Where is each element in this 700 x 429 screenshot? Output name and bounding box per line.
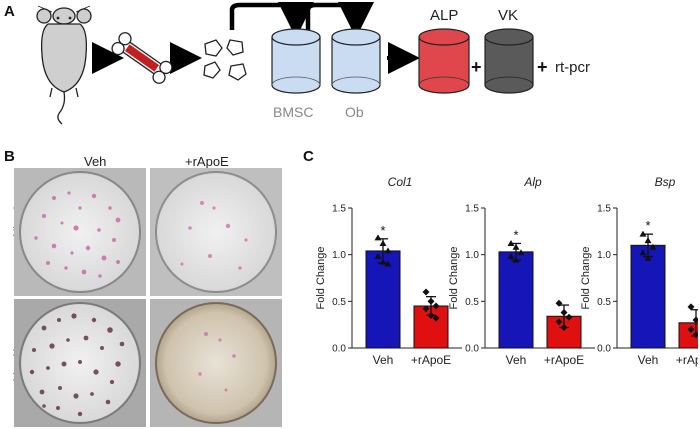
chart-2-ytick-label: 0.5 bbox=[597, 297, 611, 308]
chart-1-ytick-label: 1.0 bbox=[465, 250, 479, 261]
chart-2-point-1-4 bbox=[692, 331, 698, 339]
chart-0-ytick-label: 1.0 bbox=[332, 250, 346, 261]
cylinder-vk-label: VK bbox=[498, 7, 519, 24]
stain-spots-rapoe-vk bbox=[198, 332, 236, 392]
chart-2-point-0-1 bbox=[644, 237, 652, 244]
chart-0-point-1-0 bbox=[422, 288, 430, 296]
chart-0-point-1-2 bbox=[432, 302, 440, 310]
plate-column-veh: Veh bbox=[84, 154, 107, 169]
chart-1-point-1-4 bbox=[560, 323, 568, 331]
chart-0-point-1-1 bbox=[427, 297, 435, 305]
chart-0-bar-0 bbox=[365, 250, 401, 349]
chart-0-point-0-2 bbox=[384, 247, 392, 254]
chart-1-ytick-label: 0.5 bbox=[465, 297, 479, 308]
cylinder-ob bbox=[331, 28, 381, 94]
chart-2-point-1-0 bbox=[687, 303, 695, 311]
stain-spots-veh-vk bbox=[29, 313, 125, 417]
chart-2-point-1-2 bbox=[697, 323, 698, 325]
chart-0-ytick-label: 0.0 bbox=[332, 344, 346, 355]
plate-column-rapoe: +rApoE bbox=[185, 154, 229, 169]
cylinder-bmsc-label: BMSC bbox=[273, 104, 314, 120]
chart-1-point-0-1 bbox=[512, 243, 520, 250]
chart-0-ylabel: Fold Change bbox=[315, 247, 327, 310]
chart-2-ylabel: Fold Change bbox=[580, 247, 592, 310]
stain-spots-rapoe-alp bbox=[180, 201, 248, 270]
chart-1-point-0-4 bbox=[512, 256, 520, 263]
chart-2-title: Bsp bbox=[655, 175, 676, 189]
chart-1-title: Alp bbox=[523, 175, 542, 189]
stain-spots-veh-alp bbox=[34, 191, 121, 278]
chart-0-title: Col1 bbox=[388, 175, 413, 189]
chart-0-point-0-1 bbox=[379, 239, 387, 246]
plate-photos bbox=[14, 168, 282, 427]
chart-2-point-0-0 bbox=[639, 230, 647, 237]
chart-2-category-0: Veh bbox=[638, 353, 659, 367]
chart-0-point-0-3 bbox=[374, 253, 382, 260]
chart-0-category-0: Veh bbox=[373, 353, 394, 367]
chart-0-ytick-label: 0.5 bbox=[332, 297, 346, 308]
bone-icon bbox=[111, 32, 173, 84]
curved-arrow-2 bbox=[305, 2, 374, 38]
chart-0-point-1-5 bbox=[432, 314, 440, 322]
chart-0-significance-0: * bbox=[380, 223, 385, 238]
plus-sign-2: + bbox=[537, 57, 548, 77]
chart-1-significance-0: * bbox=[513, 227, 518, 242]
rt-pcr-label: rt-pcr bbox=[555, 59, 590, 76]
mouse-icon bbox=[36, 5, 92, 125]
chart-2-category-1: +rApoE bbox=[676, 353, 698, 367]
panel-b-label: B bbox=[4, 148, 15, 165]
schematic-figure bbox=[36, 2, 534, 125]
chart-0-point-1-3 bbox=[422, 305, 430, 313]
chart-1-point-0-2 bbox=[517, 249, 525, 256]
chart-0-point-0-0 bbox=[374, 234, 382, 241]
chart-1-point-1-0 bbox=[555, 299, 563, 307]
chart-2-point-0-2 bbox=[649, 243, 657, 250]
curved-arrow-1 bbox=[229, 2, 314, 38]
chart-2-point-1-1 bbox=[692, 316, 698, 324]
chart-1-ylabel: Fold Change bbox=[448, 247, 460, 310]
chart-2-bar-0 bbox=[630, 244, 666, 349]
chart-2-ytick-label: 0.0 bbox=[597, 344, 611, 355]
dish-rapoe-alp bbox=[155, 171, 277, 293]
panel-a-label: A bbox=[4, 3, 15, 20]
chart-2-ytick-label: 1.5 bbox=[597, 204, 611, 215]
cylinder-ob-label: Ob bbox=[345, 104, 364, 120]
chart-1-category-1: +rApoE bbox=[544, 353, 584, 367]
chart-1-ytick-label: 1.5 bbox=[465, 204, 479, 215]
chart-1-point-1-3 bbox=[555, 318, 563, 326]
cells-icon bbox=[203, 39, 247, 81]
chart-2-ytick-label: 1.0 bbox=[597, 250, 611, 261]
chart-0-ytick-label: 1.5 bbox=[332, 204, 346, 215]
chart-2-significance-0: * bbox=[645, 218, 650, 233]
chart-2-point-0-3 bbox=[639, 249, 647, 256]
chart-0-category-1: +rApoE bbox=[411, 353, 451, 367]
cylinder-bmsc bbox=[271, 28, 321, 94]
chart-1-point-0-0 bbox=[507, 239, 515, 246]
cylinder-vk bbox=[484, 28, 534, 94]
chart-1-point-0-3 bbox=[507, 253, 515, 260]
chart-1-ytick-label: 0.0 bbox=[465, 344, 479, 355]
dish-veh-alp bbox=[19, 171, 141, 293]
chart-1-point-1-1 bbox=[560, 309, 568, 317]
chart-0-point-0-5 bbox=[384, 260, 392, 267]
cylinder-alp bbox=[418, 28, 470, 94]
chart-0-point-0-4 bbox=[379, 258, 387, 265]
chart-1-bar-0 bbox=[498, 251, 534, 349]
chart-1-point-1-2 bbox=[565, 313, 573, 321]
chart-0-point-1-4 bbox=[427, 311, 435, 319]
chart-2-point-1-3 bbox=[687, 325, 695, 333]
chart-1-category-0: Veh bbox=[506, 353, 527, 367]
panel-c-label: C bbox=[303, 148, 314, 165]
plus-sign-1: + bbox=[471, 57, 482, 77]
chart-2-point-0-4 bbox=[644, 254, 652, 261]
bar-charts: Fold Change Col1 0.0 0.5 1.0 1.5 * Veh +rApoE Fol… bbox=[315, 175, 698, 367]
dish-rapoe-vk bbox=[155, 302, 277, 424]
cylinder-alp-label: ALP bbox=[430, 7, 459, 24]
